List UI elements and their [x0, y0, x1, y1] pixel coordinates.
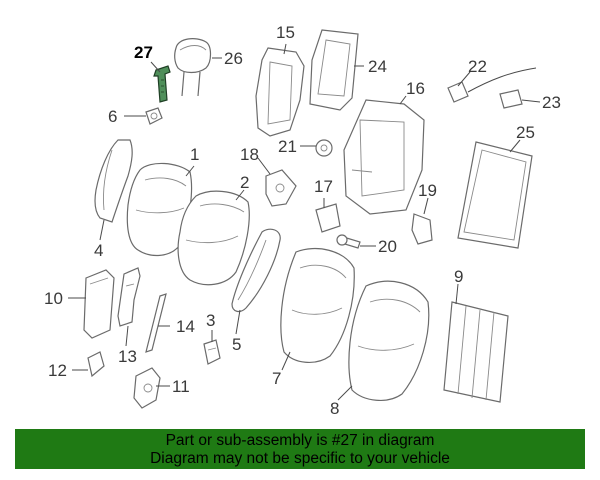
- callout-13[interactable]: 13: [118, 347, 137, 366]
- part-22-cable: [447, 67, 537, 103]
- banner-line-1: Part or sub-assembly is #27 in diagram: [165, 432, 435, 449]
- part-25-rear-panel: [457, 141, 533, 249]
- part-9-mat: [443, 301, 509, 403]
- callout-9[interactable]: 9: [454, 267, 463, 286]
- part-18-latch: [265, 169, 297, 207]
- callout-16[interactable]: 16: [406, 79, 425, 98]
- part-15-frame-panel: [255, 47, 305, 137]
- callout-8[interactable]: 8: [330, 399, 339, 418]
- callout-24[interactable]: 24: [368, 57, 387, 76]
- part-17-bracket: [315, 203, 341, 233]
- banner-line-2: Diagram may not be specific to your vehi…: [150, 450, 450, 467]
- leader-lines: [68, 43, 541, 401]
- part-11-hinge: [133, 367, 161, 409]
- part-19-clip: [411, 213, 433, 245]
- callout-18[interactable]: 18: [240, 145, 259, 164]
- callout-26[interactable]: 26: [224, 49, 243, 68]
- callout-21[interactable]: 21: [278, 137, 297, 156]
- callout-6[interactable]: 6: [108, 107, 117, 126]
- part-2-seat-cushion-right: [177, 190, 250, 286]
- callout-7[interactable]: 7: [272, 369, 281, 388]
- part-20-bolt: [336, 234, 361, 249]
- callout-19[interactable]: 19: [418, 181, 437, 200]
- part-8-backrest-cover-right: [348, 280, 430, 401]
- part-7-backrest-cover-left: [280, 247, 355, 363]
- callout-15[interactable]: 15: [276, 23, 295, 42]
- part-21-knob: [315, 139, 333, 157]
- part-1-seat-cushion-left: [126, 162, 193, 256]
- callout-22[interactable]: 22: [468, 57, 487, 76]
- callout-12[interactable]: 12: [48, 361, 67, 380]
- callout-25[interactable]: 25: [516, 123, 535, 142]
- part-23-connector: [499, 89, 523, 109]
- part-4-side-trim: [94, 139, 133, 223]
- part-14-rod: [145, 293, 167, 353]
- part-info-banner: Part or sub-assembly is #27 in diagram D…: [15, 429, 585, 469]
- part-24-panel: [309, 29, 359, 111]
- part-12-bracket: [87, 351, 105, 378]
- part-5-side-trim: [231, 228, 281, 313]
- callout-4[interactable]: 4: [94, 241, 103, 260]
- callout-1[interactable]: 1: [190, 145, 199, 164]
- part-6-clip: [145, 107, 163, 125]
- callout-5[interactable]: 5: [232, 335, 241, 354]
- parts-diagram: 27 26 6 1 2 4 5 10 13 14 3 12 11 15 24 2…: [44, 23, 561, 418]
- callout-20[interactable]: 20: [378, 237, 397, 256]
- part-3-clip: [203, 339, 221, 365]
- callout-3[interactable]: 3: [206, 311, 215, 330]
- callout-17[interactable]: 17: [314, 177, 333, 196]
- part-16-backrest-frame: [343, 99, 425, 215]
- callout-23[interactable]: 23: [542, 93, 561, 112]
- part-27-guide-sleeve: [153, 65, 171, 103]
- callout-27[interactable]: 27: [134, 43, 153, 62]
- callout-11[interactable]: 11: [172, 377, 190, 396]
- callout-14[interactable]: 14: [176, 317, 195, 336]
- part-10-pad: [83, 269, 115, 339]
- part-26-headrest: [174, 38, 212, 97]
- callout-2[interactable]: 2: [240, 173, 249, 192]
- part-13-bracket: [117, 267, 141, 327]
- callout-10[interactable]: 10: [44, 289, 63, 308]
